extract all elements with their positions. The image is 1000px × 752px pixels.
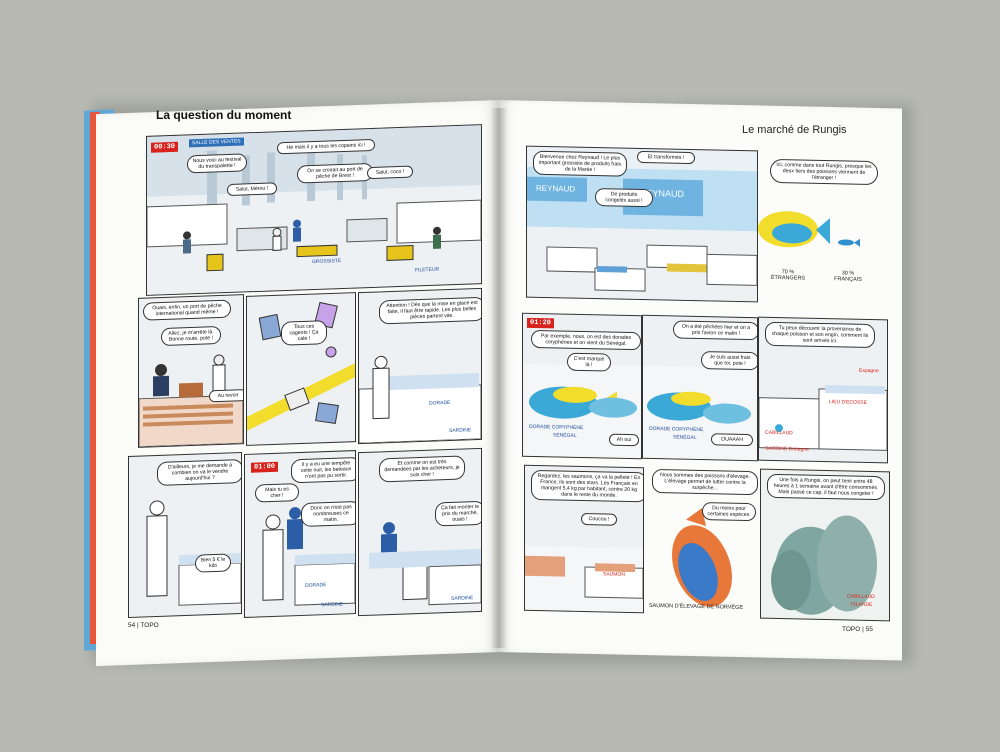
fish-label: SÉNÉGAL: [673, 434, 697, 441]
fish-label: SARDINE: [321, 601, 344, 609]
fish-label: DORADE: [305, 582, 327, 589]
cod-illustration: [771, 515, 877, 615]
salmon-stall-illustration: [525, 545, 643, 613]
stat-label: ÉTRANGERS: [770, 274, 806, 282]
speech-bubble: Mais tu es cher !: [255, 483, 299, 503]
speech-bubble: Nous sommes des poissons d'élevage. L'él…: [652, 468, 758, 496]
stat-foreign: 70 % ÉTRANGERS: [758, 269, 818, 282]
speech-bubble: Nous voici au festival du transpalette !: [187, 153, 247, 174]
left-page-header: La question du moment: [156, 108, 292, 122]
speech-bubble: Coucou !: [581, 512, 617, 526]
speech-bubble: On se croirait au port de pêche de Brest…: [297, 162, 373, 184]
speech-bubble: Allez, je m'arrête là. Bonne route, pote…: [161, 325, 221, 347]
fish-label: DORADE: [429, 399, 451, 407]
origin-label: LIEU D'ÉCOSSE: [829, 399, 867, 406]
speech-bubble: Bien 5 € le kilo: [195, 553, 231, 573]
left-page-folio: 54 | TOPO: [128, 622, 159, 629]
speech-bubble: Il y a eu une tempête cette nuit, les ba…: [291, 456, 356, 484]
fishmonger-illustration: [139, 354, 243, 447]
comic-panel-fishmonger: Ouais, enfin, un port de pêche internati…: [138, 294, 244, 448]
fish-label: SARDINE: [451, 595, 474, 602]
origin-label: Espagne: [859, 367, 879, 375]
stat-french: 30 % FRANÇAIS: [818, 270, 878, 283]
storm-illustration: [262, 507, 355, 606]
speech-bubble: OUAAAH: [711, 433, 753, 447]
fish-label: CABILLAUD: [847, 593, 875, 601]
comic-panel-cod-freeze: Une fois à Rungis, on peut tenir entre 4…: [760, 468, 890, 622]
speech-bubble: Bienvenue chez Reynaud ! Le plus importa…: [533, 150, 627, 177]
speech-bubble: Donc on n'est pas nombreuses ce matin.: [301, 500, 356, 527]
ice-fish-illustration: [359, 355, 481, 444]
provenance-illustration: [759, 385, 887, 451]
book-gutter: [490, 108, 508, 648]
fish-label: ISLANDE: [851, 601, 873, 608]
stat-label: FRANÇAIS: [834, 276, 862, 283]
speech-bubble: C'est marqué là !: [567, 352, 611, 372]
comic-panel-farmed-salmon: Nous sommes des poissons d'élevage. L'él…: [646, 467, 758, 619]
speech-bubble: Du moins pour certaines espèces.: [702, 502, 756, 522]
speech-bubble: Et transformés !: [637, 150, 695, 165]
imported-fish-illustration: [758, 211, 860, 248]
timer-badge: 00:30: [151, 141, 179, 153]
comic-panel-dorade-plane: On a été pêchées hier et on a pris l'avi…: [642, 314, 758, 462]
stall-label: FILETEUR: [415, 266, 440, 274]
speech-bubble: Par exemple, nous, on est des dorades co…: [531, 329, 641, 351]
speech-bubble: Je suis aussi frais que toi, pote !: [701, 351, 758, 371]
speech-bubble: Attention ! Dès que la mise en glace est…: [379, 296, 482, 325]
right-page-folio: TOPO | 55: [842, 626, 873, 633]
cageots-illustration: [247, 301, 355, 431]
speech-bubble: Salut, coco !: [367, 165, 413, 180]
comic-panel-imports: Ici, comme dans tout Rungis, presque les…: [758, 149, 888, 300]
comic-panel-market-hall: 00:30 SALLE DES VENTES Nous voici au fes…: [146, 124, 482, 296]
speech-bubble: Ouais, enfin, un port de pêche internati…: [143, 299, 231, 321]
timer-badge: 01:20: [527, 317, 555, 329]
farmed-salmon-illustration: [672, 508, 732, 607]
fish-label: DORADE CORYPHÈNE: [649, 425, 704, 434]
comic-panel-price-question: D'ailleurs, je me demande à combien on v…: [128, 452, 242, 618]
right-page-header: Le marché de Rungis: [742, 124, 847, 136]
timer-badge: 01:00: [251, 461, 279, 473]
speech-bubble: Une fois à Rungis, on peut tenir entre 4…: [767, 473, 885, 501]
reynaud-sign: REYNAUD: [536, 183, 576, 194]
comic-panel-demand: Et comme on est très demandées par les a…: [358, 447, 482, 617]
comic-panel-reynaud: REYNAUD REYNAUD Bienvenue chez Reynaud !…: [526, 145, 758, 303]
demand-illustration: [369, 522, 481, 606]
fish-label: DORADE CORYPHÈNE: [529, 423, 584, 432]
speech-bubble: Ici, comme dans tout Rungis, presque les…: [770, 158, 878, 186]
speech-bubble: Salut, Mérou !: [227, 182, 277, 197]
comic-panel-salmon-stars: Regardez, les saumons, ça va la pelleté …: [524, 464, 644, 614]
speech-bubble: Tous ces cageots ! Ça cale !: [281, 320, 327, 346]
comic-panel-storm: 01:00 Il y a eu une tempête cette nuit, …: [244, 450, 356, 618]
fish-label: SAUMON: [603, 571, 625, 578]
stall-label: GROSSISTE: [312, 258, 342, 266]
speech-bubble: Ça fait monter le prix du marché, ouais …: [435, 500, 482, 527]
fish-label: SÉNÉGAL: [553, 432, 577, 439]
speech-bubble: Et comme on est très demandées par les a…: [379, 455, 465, 483]
speech-bubble: Ah oui: [609, 433, 639, 447]
speech-bubble: On a été pêchées hier et on a pris l'avi…: [673, 320, 758, 341]
speech-bubble: Au revoir: [209, 389, 244, 403]
speech-bubble: Regardez, les saumons, ça va la pelleté …: [531, 469, 644, 503]
comic-panel-cageots: Tous ces cageots ! Ça cale !: [246, 292, 356, 446]
reynaud-illustration: [527, 166, 757, 302]
origin-label: SARDINE Bretagne: [765, 445, 809, 453]
speech-bubble: Tu peux découvrir la provenance de chaqu…: [765, 321, 875, 349]
speech-bubble: D'ailleurs, je me demande à combien on v…: [157, 458, 242, 486]
comic-panel-ice-fish: Attention ! Dès que la mise en glace est…: [358, 287, 482, 445]
comic-panel-provenance: Tu peux découvrir la provenance de chaqu…: [758, 316, 888, 464]
comic-panel-dorade-senegal: 01:20 Par exemple, nous, on est des dora…: [522, 312, 642, 460]
speech-bubble: De produits congelés aussi !: [595, 188, 653, 208]
fish-label: SARDINE: [449, 427, 472, 434]
origin-label: CABILLAUD: [765, 429, 793, 437]
